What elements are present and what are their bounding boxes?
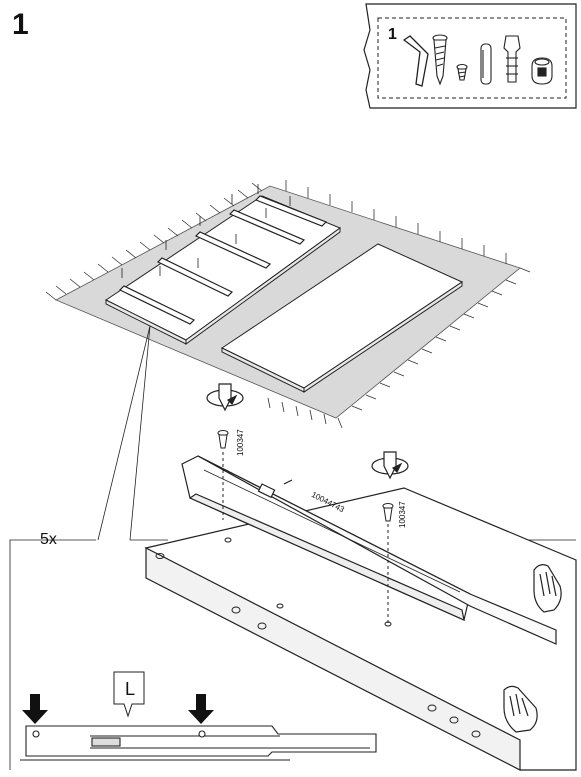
screwdriver-rotate-icon xyxy=(371,451,409,480)
hand-press-icon xyxy=(533,564,562,613)
drawer-rail xyxy=(181,455,557,645)
allen-key-icon xyxy=(402,35,429,87)
side-label-callout xyxy=(113,671,145,718)
arrow-down-icon xyxy=(188,694,214,724)
floor-mat xyxy=(45,180,531,429)
plain-panel xyxy=(220,243,464,393)
screw-icon xyxy=(217,430,229,520)
quantity-label: 5x xyxy=(40,531,57,548)
rail-side-label: L xyxy=(124,679,135,699)
dowel-icon xyxy=(480,43,492,85)
rail-side-view xyxy=(20,725,377,761)
wall-plug-icon xyxy=(503,35,521,83)
parts-box xyxy=(363,3,577,109)
panel-with-rails xyxy=(105,184,342,345)
hand-press-icon xyxy=(503,685,538,733)
parts-count: 1 xyxy=(388,26,397,43)
screwdriver-rotate-icon xyxy=(206,383,244,412)
cam-lock-icon xyxy=(531,57,553,85)
panel-detail xyxy=(144,487,577,771)
small-screw-icon xyxy=(456,63,468,81)
screw-icon xyxy=(432,34,448,86)
step-number: 1 xyxy=(12,8,29,41)
arrow-down-icon xyxy=(22,694,48,724)
screw-part-number: 100347 xyxy=(236,429,245,456)
screw-part-number: 100347 xyxy=(398,501,407,528)
screw-icon xyxy=(382,503,394,626)
